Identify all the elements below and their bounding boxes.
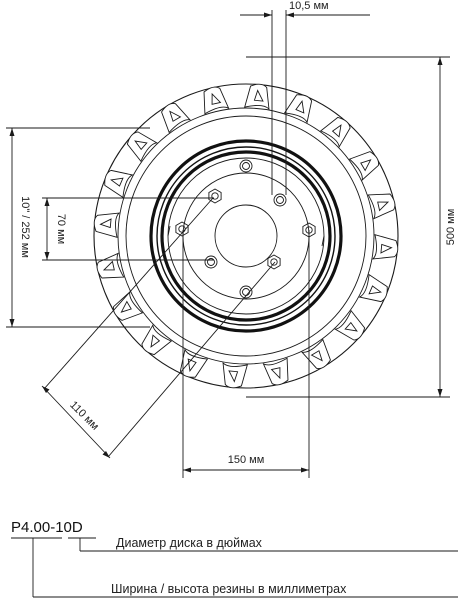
width-height-caption: Ширина / высота резины в миллиметрах bbox=[111, 582, 347, 596]
bolt-holes bbox=[175, 159, 316, 299]
bolt-hole bbox=[204, 255, 218, 269]
bolt-hole bbox=[273, 193, 287, 207]
wheel-stud bbox=[267, 254, 281, 270]
tread-lug bbox=[333, 309, 366, 341]
rim-ring-middle bbox=[156, 146, 336, 326]
tread-lug bbox=[371, 234, 399, 260]
overall-diameter-label: 500 мм bbox=[445, 209, 457, 246]
tread-lug bbox=[367, 193, 396, 220]
tread-lug bbox=[161, 102, 192, 134]
tread-lug bbox=[262, 357, 289, 386]
tread-lug bbox=[179, 348, 209, 378]
tread-lug bbox=[348, 151, 380, 182]
tire-designation: P4.00-10D Диаметр диска в дюймах Ширина … bbox=[11, 519, 458, 598]
tread-lug bbox=[104, 169, 134, 199]
tread-lug bbox=[300, 338, 331, 370]
tread-lug bbox=[112, 290, 144, 321]
tread-lug bbox=[126, 131, 159, 163]
tread-lug bbox=[283, 94, 313, 124]
tread-lug bbox=[203, 86, 230, 115]
tire-code: P4.00-10D bbox=[11, 519, 83, 536]
tread-lug bbox=[93, 212, 121, 238]
tire-sidewall bbox=[117, 107, 375, 365]
tire bbox=[93, 83, 399, 389]
bolt-circle-label: 110 мм bbox=[67, 399, 101, 433]
rim-ring-inner bbox=[160, 150, 332, 322]
tread-lug bbox=[141, 323, 173, 356]
tread-lug bbox=[244, 83, 270, 111]
center-hole-label: 70 мм bbox=[55, 214, 67, 244]
tread-lugs bbox=[93, 83, 399, 389]
tire-outer-edge bbox=[93, 83, 399, 389]
rim-diameter-label: 10" / 252 мм bbox=[19, 196, 31, 258]
bolt-hole bbox=[239, 159, 253, 173]
bolt-width-label: 10,5 мм bbox=[289, 0, 329, 12]
tread-lug bbox=[319, 116, 351, 149]
tread-lug bbox=[96, 252, 125, 279]
rim-weld-mark bbox=[167, 225, 325, 247]
rim bbox=[125, 115, 367, 357]
rim-ring-outer bbox=[149, 139, 343, 333]
tread-lug bbox=[358, 273, 388, 303]
wheel-stud bbox=[208, 188, 222, 204]
rim-edge bbox=[125, 115, 367, 357]
hub-width-label: 150 мм bbox=[228, 454, 265, 466]
center-hole bbox=[214, 204, 278, 268]
tread-lug bbox=[222, 361, 248, 389]
dimension-lines bbox=[6, 10, 450, 478]
rim-diameter-caption: Диаметр диска в дюймах bbox=[116, 536, 263, 550]
